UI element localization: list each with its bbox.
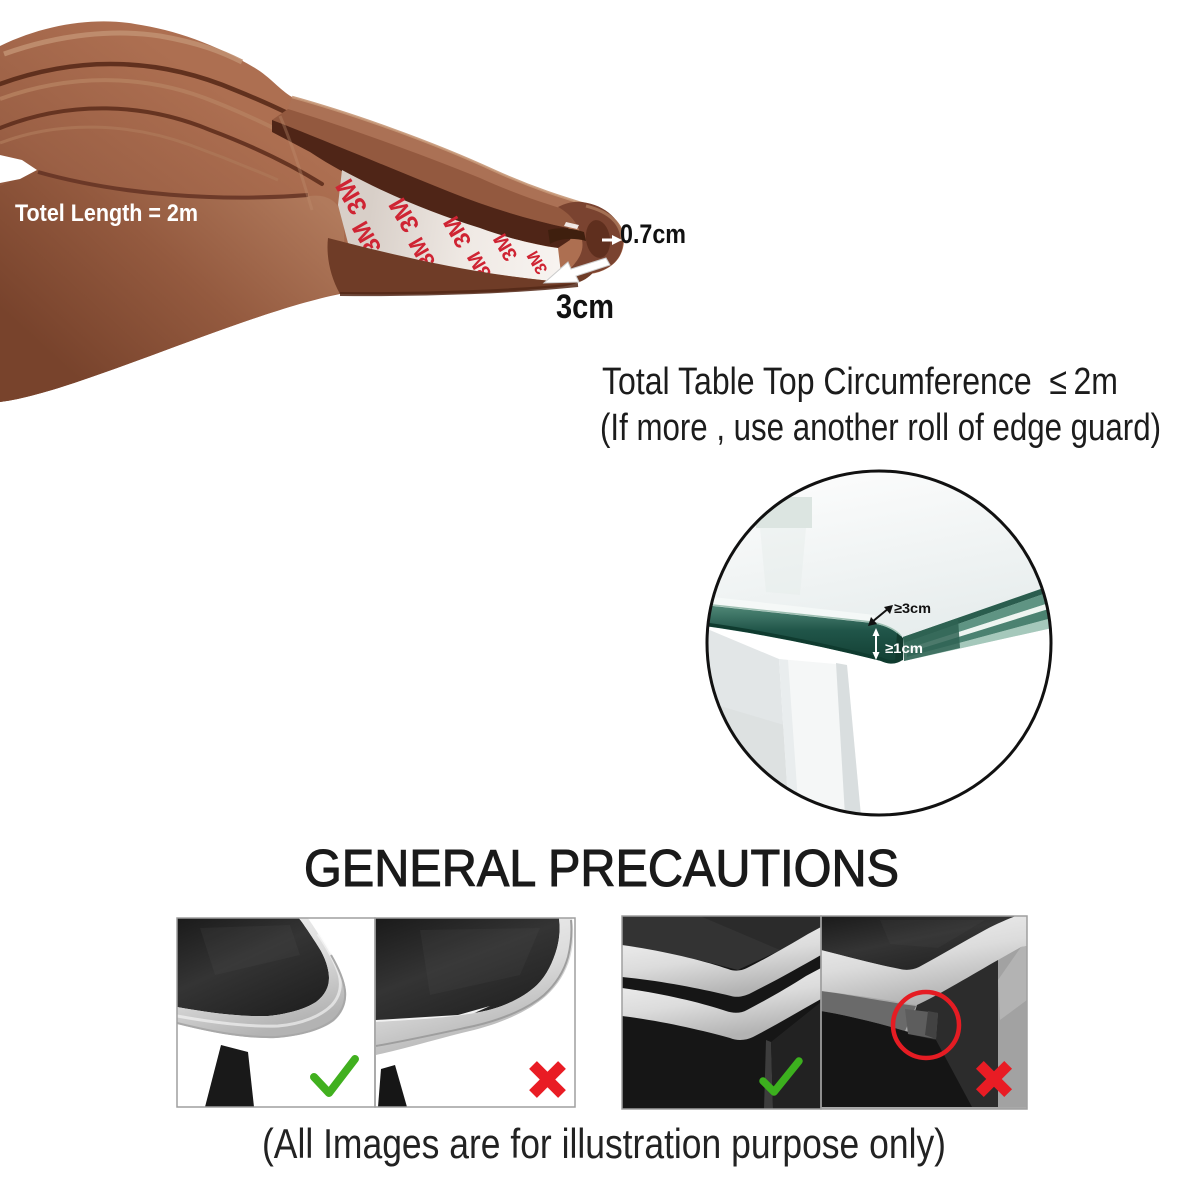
svg-text:(If more , use another roll of: (If more , use another roll of edge guar… [600, 407, 1161, 449]
svg-text:Totel Length = 2m: Totel Length = 2m [15, 200, 198, 227]
svg-text:(All Images are for illustrati: (All Images are for illustration purpose… [262, 1120, 946, 1167]
svg-text:Total Table Top Circumference: Total Table Top Circumference ≤ 2m [602, 361, 1118, 403]
svg-text:3cm: 3cm [556, 288, 614, 326]
svg-text:≥3cm: ≥3cm [894, 600, 931, 616]
svg-text:0.7cm: 0.7cm [620, 219, 686, 249]
svg-text:GENERAL PRECAUTIONS: GENERAL PRECAUTIONS [304, 840, 899, 898]
svg-text:≥1cm: ≥1cm [885, 640, 923, 656]
